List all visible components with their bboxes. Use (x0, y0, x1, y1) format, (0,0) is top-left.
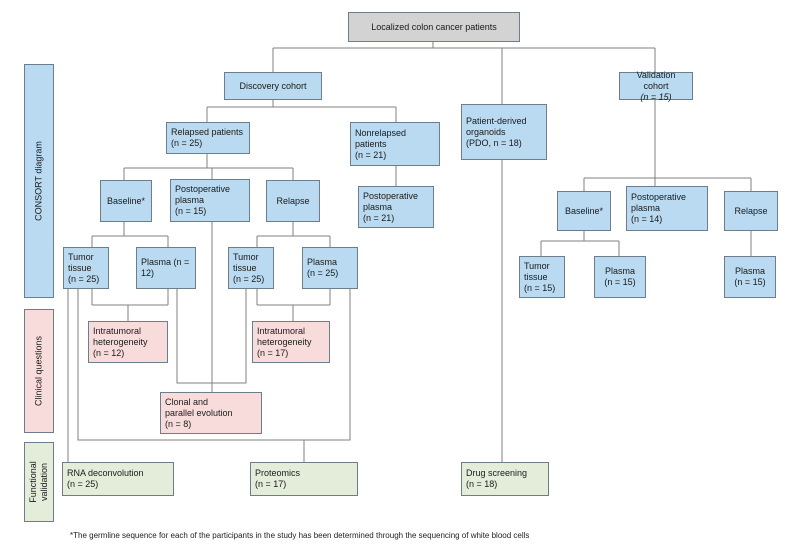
node-relapsed-line1: Relapsed patients (171, 127, 244, 137)
node-tumor1-line1: Tumor (68, 251, 94, 262)
node-validation-line1: Validation cohort (636, 69, 676, 91)
node-discovery-postoperative-plasma: Postoperative plasma (n = 15) (170, 179, 250, 222)
node-tumor1-line2: tissue (68, 262, 92, 273)
node-patient-derived-organoids: Patient-derived organoids (PDO, n = 18) (461, 104, 547, 160)
node-relapsed-patients: Relapsed patients (n = 25) (166, 122, 250, 154)
node-pdo-line2: organoids (466, 126, 506, 137)
node-tumor2-line1: Tumor (233, 251, 259, 262)
node-drug-line2: (n = 18) (466, 479, 498, 489)
node-pdo-line1: Patient-derived (466, 115, 527, 126)
node-proteomics-line2: (n = 17) (255, 479, 287, 489)
node-validation-postoperative-plasma: Postoperative plasma (n = 14) (626, 186, 708, 231)
node-ih1-line1: Intratumoral (93, 325, 142, 336)
node-root-label: Localized colon cancer patients (371, 21, 497, 32)
node-intratumoral-heterogeneity-relapse: Intratumoral heterogeneity (n = 17) (252, 321, 330, 363)
node-tumor2-line2: tissue (233, 262, 257, 273)
node-ih1-line3: (n = 12) (93, 347, 125, 358)
node-clonal-line2: parallel evolution (165, 407, 233, 418)
sidebar-functional-validation: Functional validation (24, 442, 54, 522)
node-validation-relapse: Relapse (724, 191, 778, 231)
node-v-plasma1-line1: Plasma (604, 266, 635, 276)
node-d-postop-line1: Postoperative (175, 184, 231, 194)
node-ih1-line2: heterogeneity (93, 336, 148, 347)
node-plasma2-line1: Plasma (307, 257, 338, 267)
node-discovery-cohort: Discovery cohort (224, 72, 322, 100)
node-nonrelapsed-patients: Nonrelapsed patients (n = 21) (350, 122, 440, 166)
sidebar-clinical-questions: Clinical questions (24, 309, 54, 433)
node-validation-plasma-baseline: Plasma (n = 15) (594, 256, 646, 298)
footnote: *The germline sequence for each of the p… (70, 531, 530, 540)
node-discovery-relapse: Relapse (266, 180, 320, 222)
node-v-tumor-line1: Tumor (524, 260, 550, 271)
node-relapsed-line2: (n = 25) (171, 138, 203, 148)
node-v-postop-line1: Postoperative (631, 192, 687, 202)
node-nonrelapsed-line1: Nonrelapsed (355, 127, 407, 138)
node-validation-baseline: Baseline* (557, 191, 611, 231)
node-d-relapse-label: Relapse (276, 195, 310, 206)
node-nonrelapsed-line3: (n = 21) (355, 149, 387, 160)
node-plasma2-line2: (n = 25) (307, 268, 339, 278)
node-intratumoral-heterogeneity-baseline: Intratumoral heterogeneity (n = 12) (88, 321, 168, 363)
node-proteomics: Proteomics (n = 17) (250, 462, 358, 496)
node-v-relapse-label: Relapse (734, 205, 768, 216)
node-tumor2-line3: (n = 25) (233, 273, 265, 284)
node-nonrelapsed-postoperative-plasma: Postoperative plasma (n = 21) (358, 186, 434, 228)
node-nr-postop-line1: Postoperative (363, 190, 419, 201)
node-nr-postop-line2: plasma (363, 201, 393, 212)
node-v-postop-line2: plasma (631, 203, 661, 213)
node-d-postop-line3: (n = 15) (175, 206, 207, 216)
node-discovery-tumor-tissue-baseline: Tumor tissue (n = 25) (63, 247, 109, 289)
node-ih2-line2: heterogeneity (257, 336, 312, 347)
node-nr-postop-line3: (n = 21) (363, 212, 395, 223)
node-ih2-line1: Intratumoral (257, 325, 306, 336)
node-v-baseline-label: Baseline* (564, 205, 604, 216)
node-v-plasma2-line2: (n = 15) (734, 277, 766, 287)
node-d-postop-line2: plasma (175, 195, 205, 205)
sidebar-functional-line1: Functional (28, 461, 38, 503)
node-ih2-line3: (n = 17) (257, 347, 289, 358)
node-validation-cohort: Validation cohort (n = 15) (619, 69, 693, 102)
node-drug-screening: Drug screening (n = 18) (461, 462, 549, 496)
node-rna-line1: RNA deconvolution (67, 468, 144, 478)
node-discovery-label: Discovery cohort (239, 80, 307, 91)
node-discovery-plasma-baseline: Plasma (n = 12) (136, 247, 196, 289)
node-validation-plasma-relapse: Plasma (n = 15) (724, 256, 776, 298)
node-discovery-tumor-tissue-relapse: Tumor tissue (n = 25) (228, 247, 274, 289)
node-plasma1-label: Plasma (n = 12) (141, 257, 190, 278)
node-rna-line2: (n = 25) (67, 479, 99, 489)
node-clonal-line1: Clonal and (165, 396, 209, 407)
node-drug-line1: Drug screening (466, 468, 528, 478)
node-v-postop-line3: (n = 14) (631, 214, 663, 224)
sidebar-functional-line2: validation (39, 462, 49, 502)
node-v-tumor-line3: (n = 15) (524, 282, 556, 293)
node-validation-tumor-tissue: Tumor tissue (n = 15) (519, 256, 565, 298)
node-nonrelapsed-line2: patients (355, 138, 387, 149)
node-localized-colon-cancer: Localized colon cancer patients (348, 12, 520, 42)
node-proteomics-line1: Proteomics (255, 468, 301, 478)
node-discovery-baseline: Baseline* (100, 180, 152, 222)
node-v-plasma1-line2: (n = 15) (604, 277, 636, 287)
node-discovery-plasma-relapse: Plasma (n = 25) (302, 247, 358, 289)
node-validation-line2: (n = 15) (640, 91, 672, 102)
sidebar-consort-diagram: CONSORT diagram (24, 64, 54, 298)
node-tumor1-line3: (n = 25) (68, 273, 100, 284)
sidebar-consort-label: CONSORT diagram (33, 141, 44, 221)
node-pdo-line3: (PDO, n = 18) (466, 137, 522, 148)
sidebar-clinical-label: Clinical questions (33, 335, 44, 407)
node-v-tumor-line2: tissue (524, 271, 548, 282)
node-clonal-line3: (n = 8) (165, 418, 192, 429)
node-v-plasma2-line1: Plasma (734, 266, 765, 276)
node-clonal-parallel-evolution: Clonal and parallel evolution (n = 8) (160, 392, 262, 434)
node-rna-deconvolution: RNA deconvolution (n = 25) (62, 462, 174, 496)
sidebar-functional-label: Functional validation (28, 461, 50, 503)
node-d-baseline-label: Baseline* (106, 195, 146, 206)
